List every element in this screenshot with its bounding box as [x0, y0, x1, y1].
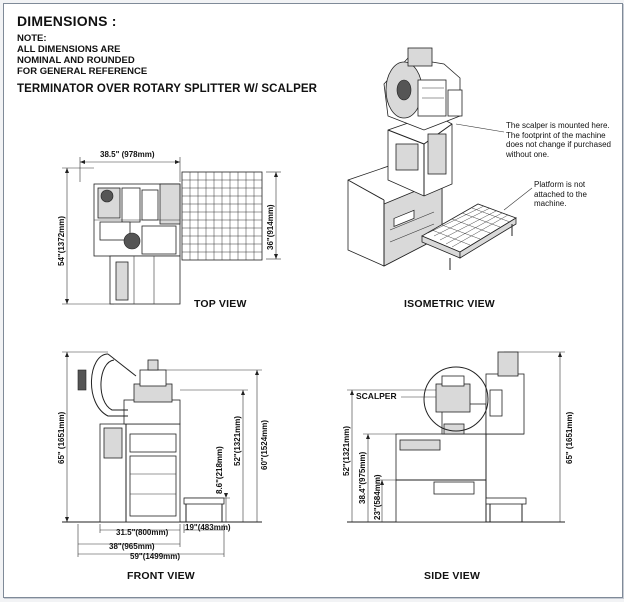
dim-front-height-8-6: 8.6"(218mm) — [215, 446, 224, 494]
top-view-drawing — [62, 157, 281, 305]
dimension-sheet: DIMENSIONS : NOTE: ALL DIMENSIONS ARE NO… — [3, 3, 623, 598]
dim-front-width-38: 38"(965mm) — [109, 542, 155, 551]
isometric-view-label: ISOMETRIC VIEW — [404, 298, 495, 310]
platform-note-line-1: Platform is not — [534, 180, 586, 189]
dim-top-width: 38.5" (978mm) — [100, 150, 155, 159]
dim-front-width-19: 19"(483mm) — [185, 523, 231, 532]
drawings — [62, 47, 565, 557]
machine-subtitle: TERMINATOR OVER ROTARY SPLITTER W/ SCALP… — [17, 83, 318, 95]
dim-front-total-height: 65" (1651mm) — [57, 411, 66, 464]
scalper-label: SCALPER — [356, 391, 397, 401]
front-view-label: FRONT VIEW — [127, 570, 195, 582]
scalper-note-line-1: The scalper is mounted here. — [506, 121, 610, 130]
top-view-label: TOP VIEW — [194, 298, 247, 310]
dim-front-height-52: 52"(1321mm) — [233, 415, 242, 466]
scalper-note-line-3: does not change if purchased — [506, 140, 611, 149]
isometric-view-drawing — [347, 47, 533, 270]
dim-side-height-38-4: 38.4"(975mm) — [358, 451, 367, 504]
dim-side-total-height: 65" (1651mm) — [565, 411, 574, 464]
front-view-drawing — [62, 351, 262, 557]
scalper-mount-note: The scalper is mounted here. The footpri… — [506, 121, 611, 159]
side-view-drawing — [347, 351, 565, 523]
note-line-2: ALL DIMENSIONS ARE — [17, 44, 121, 55]
dim-top-depth-left: 54"(1372mm) — [57, 215, 66, 266]
dim-front-width-59: 59"(1499mm) — [130, 552, 181, 561]
sheet-title: DIMENSIONS : — [17, 13, 117, 29]
side-view-label: SIDE VIEW — [424, 570, 481, 582]
dim-front-height-60: 60"(1524mm) — [260, 419, 269, 470]
platform-note-line-2: attached to the — [534, 189, 587, 199]
scalper-note-line-2: The footprint of the machine — [506, 130, 606, 140]
note-line-3: NOMINAL AND ROUNDED — [17, 55, 135, 66]
scalper-note-line-4: without one. — [506, 149, 550, 159]
note-line-4: FOR GENERAL REFERENCE — [17, 66, 148, 77]
dim-side-height-52: 52"(1321mm) — [342, 425, 351, 476]
platform-note: Platform is not attached to the machine. — [534, 180, 587, 209]
dim-front-width-31-5: 31.5"(800mm) — [116, 528, 169, 537]
note-line-1: NOTE: — [17, 33, 47, 44]
dim-side-height-23: 23"(584mm) — [373, 474, 382, 520]
general-note: NOTE: ALL DIMENSIONS ARE NOMINAL AND ROU… — [17, 33, 147, 77]
dim-top-depth-right: 36"(914mm) — [266, 204, 275, 250]
platform-note-line-3: machine. — [534, 199, 567, 208]
